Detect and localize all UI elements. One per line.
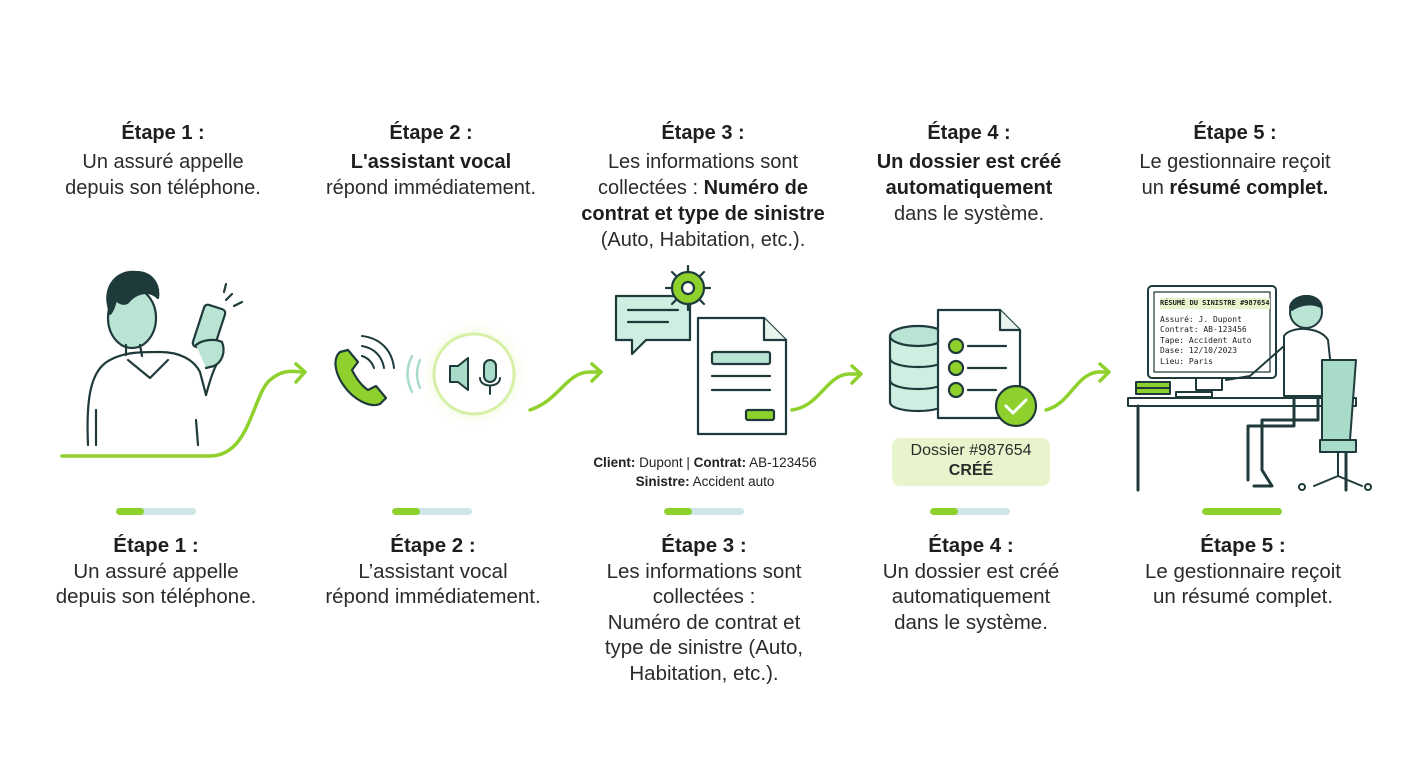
step-text: dans le système. (893, 203, 1045, 225)
step-title: Étape 1 : (113, 534, 199, 557)
contrat-value: AB-123456 (746, 455, 817, 470)
step-line: automatiquement (891, 585, 1051, 608)
step-text: un (1141, 177, 1170, 199)
step-text: depuis son téléphone. (65, 177, 261, 199)
step-line: Un dossier est créé (882, 559, 1060, 583)
chat-gear-icon (614, 264, 712, 356)
microphone-icon (449, 357, 501, 395)
step-text: L'assistant vocal (350, 151, 512, 173)
sinistre-value: Accident auto (689, 474, 775, 489)
top-step-2: Étape 2 : L'assistant vocal répond immédia… (286, 120, 576, 201)
step-line: Numéro de contrat et (607, 610, 801, 634)
summary-screen: RÉSUMÉ DU SINISTRE #987654 Assuré: J. Du… (1160, 298, 1270, 367)
manager-desk-icon (1127, 285, 1372, 492)
sinistre-label: Sinistre: (635, 474, 690, 489)
step-line: Un assuré appelle (18, 149, 308, 175)
step-line: dans le système. (894, 610, 1048, 634)
step3-caption-line-1: Client: Dupont | Contrat: AB-123456 (560, 455, 850, 470)
phone-icon (334, 335, 395, 407)
step-text: automatiquement (885, 177, 1053, 199)
step-line: répond immédiatement. (325, 585, 541, 608)
step-line: (Auto, Habitation, etc.). (558, 227, 848, 253)
step-title: Étape 4 : (928, 534, 1014, 557)
summary-row: Dase: 12/10/2023 (1160, 346, 1238, 355)
step-line: Un assuré appelle (73, 559, 239, 583)
dossier-badge: Dossier #987654 CRÉÉ (892, 438, 1050, 486)
client-value: Dupont | (635, 455, 694, 470)
step-line: Un dossier est créé (824, 149, 1114, 175)
progress-fill-4 (930, 508, 958, 515)
progress-bar-3 (664, 508, 744, 515)
document-icon (696, 316, 788, 436)
progress-bar-5 (1202, 508, 1282, 515)
step-text: (Auto, Habitation, etc.). (600, 229, 806, 251)
step-text: Un assuré appelle (82, 151, 244, 173)
step-text: contrat et type de sinistre (581, 203, 825, 225)
top-step-1: Étape 1 : Un assuré appelle depuis son tél… (18, 120, 308, 201)
step-line: depuis son téléphone. (18, 175, 308, 201)
step-title: Étape 4 : (927, 122, 1011, 144)
progress-fill-1 (116, 508, 144, 515)
step-line: Le gestionnaire reçoit (1090, 149, 1380, 175)
step-line: Les informations sont (558, 149, 848, 175)
summary-row: Lieu: Paris (1160, 356, 1213, 366)
step-line: un résumé complet. (1152, 585, 1334, 608)
progress-bar-2 (392, 508, 472, 515)
step-line: automatiquement (824, 175, 1114, 201)
contrat-label: Contrat: (693, 455, 747, 470)
progress-bar-4 (930, 508, 1010, 515)
step-title: Étape 5 : (1200, 534, 1286, 557)
step-text: Les informations sont (607, 151, 799, 173)
person-phone-icon (86, 270, 244, 447)
summary-row: Assuré: J. Dupont (1160, 314, 1242, 324)
progress-fill-3 (664, 508, 692, 515)
step-line: Le gestionnaire reçoit (1144, 559, 1341, 583)
summary-row: Contrat: AB-123456 (1160, 325, 1247, 334)
step-line: contrat et type de sinistre (558, 201, 848, 227)
step-line: depuis son téléphone. (55, 585, 257, 608)
dossier-status: CRÉÉ (948, 462, 994, 479)
step-title: Étape 2 : (390, 534, 476, 557)
client-label: Client: (593, 455, 636, 470)
step-line: L'assistant vocal (286, 149, 576, 175)
dossier-number: Dossier #987654 (910, 442, 1032, 459)
step-line: collectées : Numéro de (558, 175, 848, 201)
step-text: résumé complet. (1169, 177, 1329, 199)
step-text: répond immédiatement. (325, 177, 537, 199)
step-line: dans le système. (824, 201, 1114, 227)
step-title: Étape 2 : (389, 122, 473, 144)
summary-screen-title: RÉSUMÉ DU SINISTRE #987654 (1160, 298, 1270, 309)
summary-row: Tape: Accident Auto (1160, 335, 1252, 345)
checklist-icon (936, 308, 1022, 420)
step-line: un résumé complet. (1090, 175, 1380, 201)
step-line: type de sinistre (Auto, (604, 636, 804, 659)
step-title: Étape 1 : (121, 122, 205, 144)
step-line: répond immédiatement. (286, 175, 576, 201)
step-text: collectées : (597, 177, 704, 199)
step-line: L’assistant vocal (358, 559, 508, 583)
progress-bar-1 (116, 508, 196, 515)
step-line: Habitation, etc.). (629, 661, 779, 685)
check-badge-icon (994, 384, 1038, 428)
step-text: Un dossier est créé (876, 151, 1062, 173)
step-text: Le gestionnaire reçoit (1139, 151, 1331, 173)
top-step-4: Étape 4 : Un dossier est créé automatiquem… (824, 120, 1114, 227)
progress-fill-5 (1202, 508, 1282, 515)
step3-caption-line-2: Sinistre: Accident auto (560, 474, 850, 489)
step-title: Étape 3 : (661, 534, 747, 557)
step-line: collectées : (652, 585, 756, 608)
step-text: Numéro de (703, 177, 809, 199)
step-title: Étape 3 : (661, 122, 745, 144)
step-title: Étape 5 : (1193, 122, 1277, 144)
step-line: Les informations sont (606, 559, 802, 583)
progress-fill-2 (392, 508, 420, 515)
